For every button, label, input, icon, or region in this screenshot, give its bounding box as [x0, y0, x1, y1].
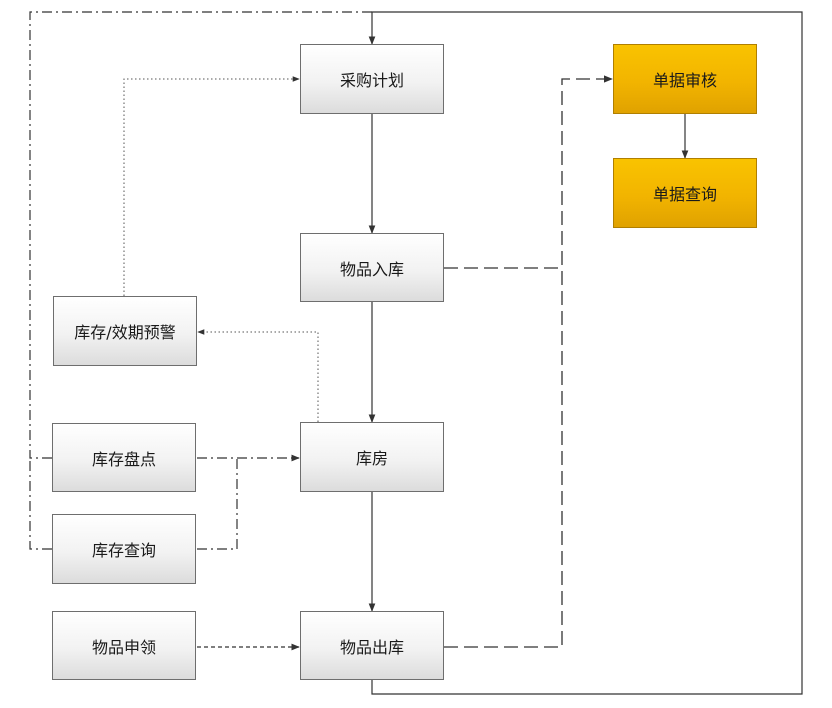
doc-audit-node[interactable]: 单据审核: [613, 44, 757, 114]
goods-apply-label: 物品申领: [91, 637, 156, 657]
goods-apply-node[interactable]: 物品申领: [52, 611, 196, 680]
dashdot-line-query-left: [29, 458, 52, 550]
loop-line-goods-out-to-plan: [368, 11, 803, 695]
doc-query-node[interactable]: 单据查询: [613, 158, 757, 228]
warehouse-node[interactable]: 库房: [300, 422, 444, 492]
dashdot-line-left-loop: [29, 11, 372, 459]
doc-audit-label: 单据审核: [652, 71, 717, 90]
purchase-plan-label: 采购计划: [339, 71, 404, 90]
stock-count-node[interactable]: 库存盘点: [52, 423, 196, 492]
dotted-line-alert-to-plan: [123, 76, 300, 296]
purchase-plan-node[interactable]: 采购计划: [300, 44, 444, 114]
doc-query-label: 单据查询: [652, 185, 717, 204]
goods-out-node[interactable]: 物品出库: [300, 611, 444, 680]
dashdot-line-query-to-warehouse: [197, 458, 238, 550]
warehouse-label: 库房: [355, 449, 388, 468]
stock-alert-node[interactable]: 库存/效期预警: [53, 296, 197, 366]
stock-count-label: 库存盘点: [91, 449, 156, 469]
dash-line-out-to-audit: [444, 75, 613, 648]
goods-in-node[interactable]: 物品入库: [300, 233, 444, 302]
goods-in-label: 物品入库: [339, 259, 404, 279]
stock-query-node[interactable]: 库存查询: [52, 514, 196, 584]
stock-alert-label: 库存/效期预警: [74, 323, 176, 342]
goods-out-label: 物品出库: [339, 637, 404, 657]
dotted-line-warehouse-to-alert: [197, 329, 319, 422]
stock-query-label: 库存查询: [91, 541, 156, 560]
